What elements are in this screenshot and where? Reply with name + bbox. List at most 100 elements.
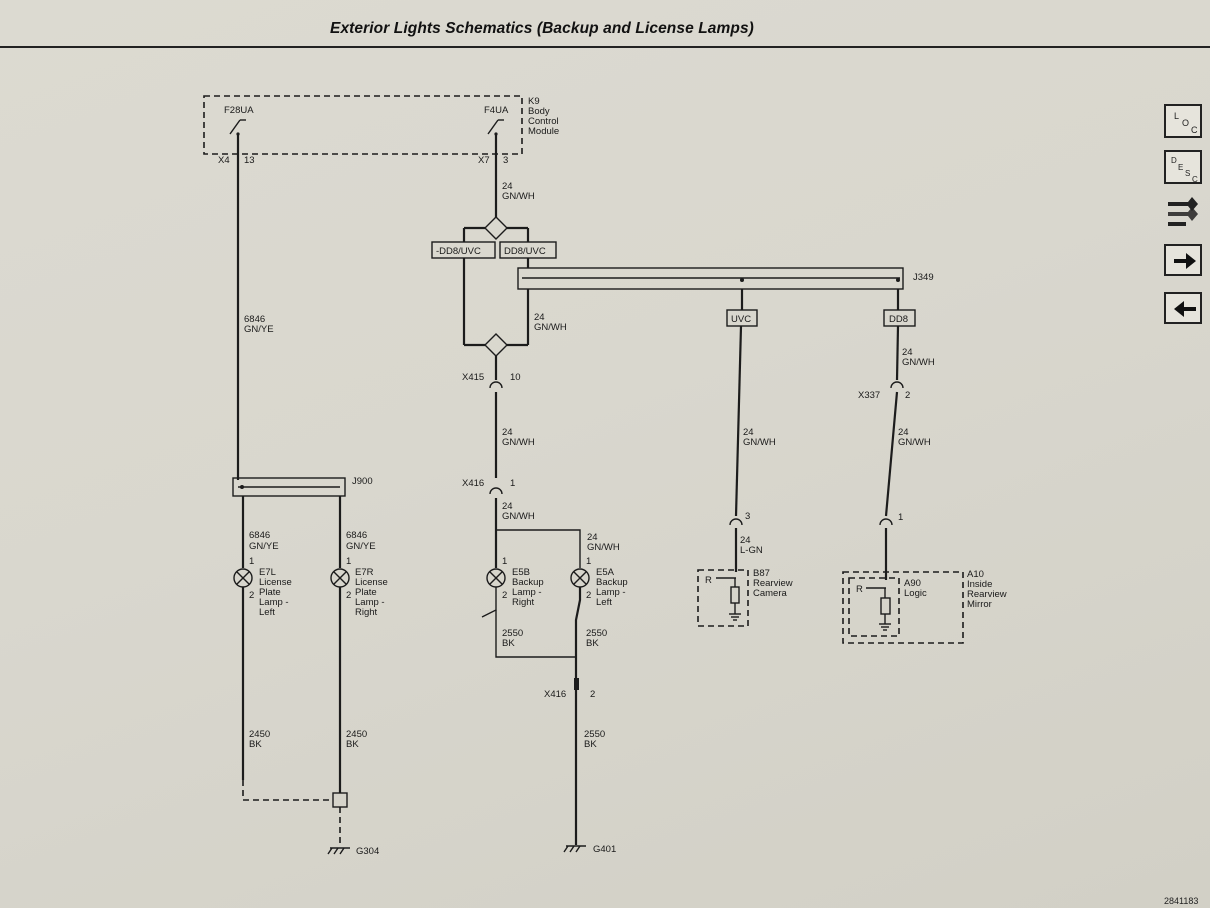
x415-wire-number: 24 bbox=[502, 427, 513, 438]
lamp-e7r-icon bbox=[330, 568, 350, 588]
desc-letter-d: D bbox=[1171, 156, 1177, 165]
e5b-pin-1: 1 bbox=[502, 556, 507, 567]
ground-g304-label: G304 bbox=[356, 846, 379, 857]
option-split-top bbox=[484, 216, 508, 240]
a90-resistor-label: R bbox=[856, 584, 863, 595]
lamp-e7l-icon bbox=[233, 568, 253, 588]
a90-resistor-icon bbox=[880, 597, 891, 615]
k9-id: K9 bbox=[528, 96, 540, 107]
b87-pin: 3 bbox=[745, 511, 750, 522]
e7l-id: E7L bbox=[259, 567, 276, 578]
dd8-wire-number: 24 bbox=[902, 347, 913, 358]
desc-letter-e: E bbox=[1178, 163, 1183, 172]
fuse-f28ua-label: F28UA bbox=[224, 105, 254, 116]
branch-arrows-icon bbox=[1168, 197, 1198, 226]
b87-ground-icon bbox=[729, 613, 741, 621]
option-uvc bbox=[726, 309, 758, 327]
loc-icon: L O C bbox=[1174, 111, 1198, 135]
a10-pin: 1 bbox=[898, 512, 903, 523]
page-number: 2841183 bbox=[1164, 896, 1199, 906]
desc-button[interactable]: D E S C bbox=[1164, 150, 1202, 184]
k9-desc-2: Control bbox=[528, 116, 559, 127]
e5b-desc-1: Backup bbox=[512, 577, 544, 588]
e7r-desc-2: Plate bbox=[355, 587, 377, 598]
ground-g304-icon bbox=[327, 847, 350, 855]
k9-desc-1: Body bbox=[528, 106, 550, 117]
connector-x416-pin: 1 bbox=[510, 478, 515, 489]
a90-ground-icon bbox=[879, 623, 891, 631]
bcm-wire-number: 24 bbox=[502, 181, 513, 192]
e7l-desc-4: Left bbox=[259, 607, 275, 618]
a10-desc-2: Rearview bbox=[967, 589, 1007, 600]
conn-x7-pin: 3 bbox=[503, 155, 508, 166]
conn-x4-label: X4 bbox=[218, 155, 230, 166]
connector-a10-icon bbox=[879, 518, 893, 526]
wiring-diagram: K9 Body Control Module F28UA F4UA X4 13 … bbox=[203, 95, 1007, 857]
connector-x415-icon bbox=[489, 381, 503, 389]
a10-id: A10 bbox=[967, 569, 984, 580]
option-not-dd8-uvc-label: -DD8/UVC bbox=[436, 246, 481, 257]
e5a-wire-number: 24 bbox=[587, 532, 598, 543]
e7l-wire-number: 6846 bbox=[249, 530, 270, 541]
e5b-pin-2: 2 bbox=[502, 590, 507, 601]
a10-desc-3: Mirror bbox=[967, 599, 992, 610]
desc-letter-c: C bbox=[1192, 175, 1198, 184]
desc-icon: D E S C bbox=[1171, 156, 1198, 184]
e7r-desc-1: License bbox=[355, 577, 388, 588]
a10-desc-1: Inside bbox=[967, 579, 992, 590]
e7l-ground-wire-number: 2450 bbox=[249, 729, 270, 740]
option-dd8-label: DD8 bbox=[889, 314, 908, 325]
x416b-wire-number: 2550 bbox=[584, 729, 605, 740]
previous-page-button[interactable] bbox=[1164, 292, 1202, 324]
b87-desc-1: Rearview bbox=[753, 578, 793, 589]
e5a-id: E5A bbox=[596, 567, 615, 578]
e7r-wire-color: GN/YE bbox=[346, 541, 376, 552]
component-b87-outline bbox=[697, 569, 749, 627]
connector-x337-pin: 2 bbox=[905, 390, 910, 401]
e5a-wire-color: GN/WH bbox=[587, 542, 620, 553]
x337-wire-number: 24 bbox=[898, 427, 909, 438]
e7r-ground-wire-number: 2450 bbox=[346, 729, 367, 740]
related-pages-button[interactable] bbox=[1164, 192, 1202, 226]
e7l-pin-2: 2 bbox=[249, 590, 254, 601]
wire-6846-color: GN/YE bbox=[244, 324, 274, 335]
next-page-button[interactable] bbox=[1164, 244, 1202, 276]
connector-x416b-label: X416 bbox=[544, 689, 566, 700]
e7r-pin-1: 1 bbox=[346, 556, 351, 567]
e5b-ground-wire-number: 2550 bbox=[502, 628, 523, 639]
b87-id: B87 bbox=[753, 568, 770, 579]
arrow-left-icon bbox=[1174, 301, 1196, 317]
x416b-wire-color: BK bbox=[584, 739, 597, 750]
connector-b87-icon bbox=[729, 518, 743, 526]
e7r-pin-2: 2 bbox=[346, 590, 351, 601]
conn-x7-label: X7 bbox=[478, 155, 490, 166]
header-divider bbox=[0, 46, 1210, 48]
ground-g401-label: G401 bbox=[593, 844, 616, 855]
page-title: Exterior Lights Schematics (Backup and L… bbox=[330, 20, 754, 37]
loc-letter-l: L bbox=[1174, 111, 1179, 121]
ground-bus-g304 bbox=[242, 780, 333, 801]
e7r-desc-4: Right bbox=[355, 607, 378, 618]
connector-x416-pin2-icon bbox=[574, 678, 579, 690]
loc-button[interactable]: L O C bbox=[1164, 104, 1202, 138]
option-merge-bottom bbox=[484, 333, 508, 357]
fuse-f28ua-switch-icon bbox=[229, 119, 246, 136]
loc-letter-o: O bbox=[1182, 118, 1189, 128]
x337-wire-color: GN/WH bbox=[898, 437, 931, 448]
e7l-desc-1: License bbox=[259, 577, 292, 588]
connector-x415-label: X415 bbox=[462, 372, 484, 383]
fuse-f4ua-label: F4UA bbox=[484, 105, 509, 116]
e7r-id: E7R bbox=[355, 567, 374, 578]
uvc-wire-number: 24 bbox=[743, 427, 754, 438]
e7l-ground-wire-color: BK bbox=[249, 739, 262, 750]
e7l-desc-3: Lamp - bbox=[259, 597, 289, 608]
e5a-pin-2: 2 bbox=[586, 590, 591, 601]
merge-wire-number: 24 bbox=[534, 312, 545, 323]
splice-j900-label: J900 bbox=[352, 476, 373, 487]
a90-id: A90 bbox=[904, 578, 921, 589]
ground-g401-icon bbox=[563, 845, 586, 853]
e5b-ground-wire-color: BK bbox=[502, 638, 515, 649]
k9-desc-3: Module bbox=[528, 126, 559, 137]
e5a-desc-1: Backup bbox=[596, 577, 628, 588]
